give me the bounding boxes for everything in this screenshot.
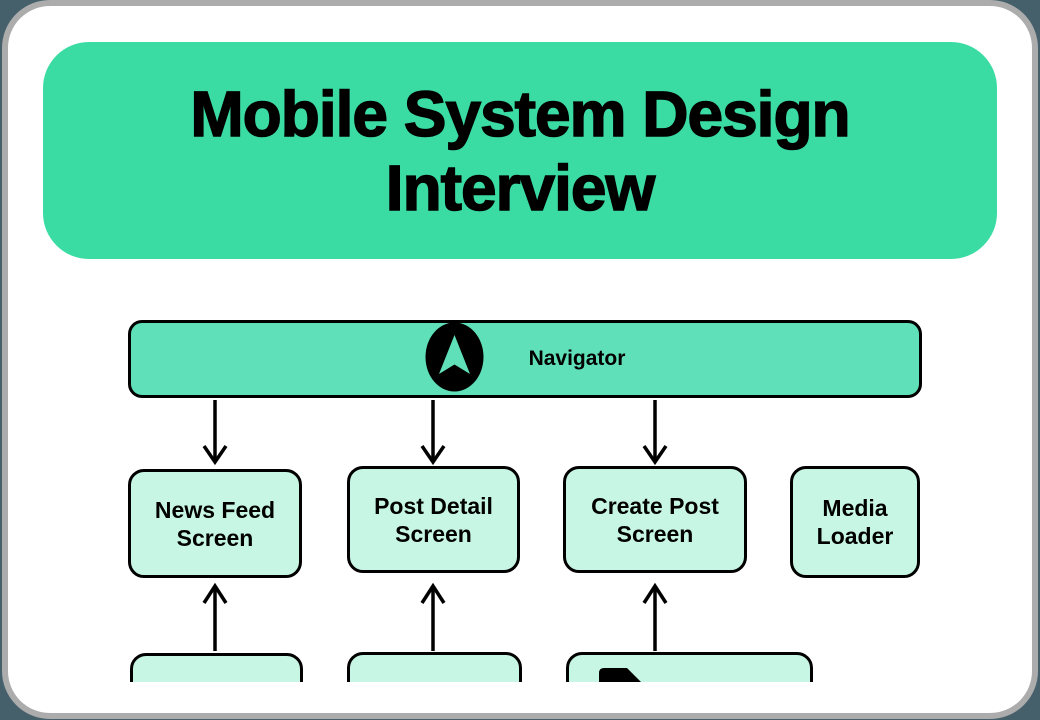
node-bottom-1 bbox=[130, 653, 303, 682]
diagram-area: Navigator News Feed Screen Post Detail S… bbox=[128, 320, 922, 682]
arrow-up-create-post bbox=[642, 582, 668, 651]
node-create-post-screen: Create Post Screen bbox=[563, 466, 747, 573]
node-label: Media Loader bbox=[816, 495, 894, 549]
navigator-node: Navigator bbox=[128, 320, 922, 398]
navigation-arrow-icon bbox=[425, 322, 484, 397]
arrow-down-post-detail bbox=[420, 400, 446, 466]
node-label: Create Post Screen bbox=[591, 492, 719, 547]
page-title: Mobile System Design Interview bbox=[190, 77, 852, 225]
arrow-up-news-feed bbox=[202, 582, 228, 651]
navigator-label: Navigator bbox=[528, 347, 626, 370]
node-media-loader: Media Loader bbox=[790, 466, 920, 578]
node-post-detail-screen: Post Detail Screen bbox=[347, 466, 520, 573]
node-news-feed-screen: News Feed Screen bbox=[128, 469, 302, 578]
node-bottom-3 bbox=[566, 652, 813, 682]
arrow-up-post-detail bbox=[420, 582, 446, 651]
node-label: News Feed Screen bbox=[154, 496, 276, 551]
node-label: Post Detail Screen bbox=[374, 492, 493, 547]
arrow-down-news-feed bbox=[202, 400, 228, 466]
file-icon bbox=[599, 668, 641, 682]
header-banner: Mobile System Design Interview bbox=[43, 42, 997, 259]
arrow-down-create-post bbox=[642, 400, 668, 466]
node-bottom-2 bbox=[347, 652, 522, 682]
